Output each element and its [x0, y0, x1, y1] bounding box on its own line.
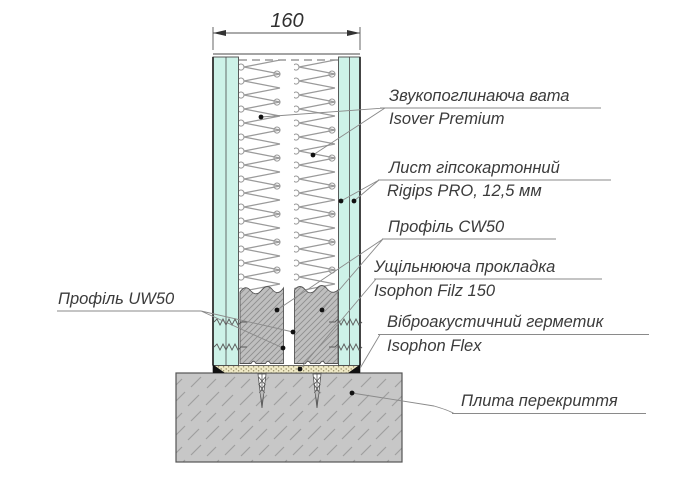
- label-uw-profile: Профіль UW50: [58, 290, 175, 308]
- gypsum-boards-right: [338, 56, 361, 366]
- screw-symbols: [213, 317, 363, 352]
- label-gypsum-uk: Лист гіпсокартонний: [389, 159, 560, 177]
- sealant-triangle-left: [213, 364, 225, 373]
- label-cw-profile: Профіль CW50: [388, 218, 505, 236]
- concrete-slab: [175, 372, 403, 463]
- stud-right: [294, 285, 339, 364]
- label-gasket-brand: Isophon Filz 150: [374, 282, 496, 300]
- insulation-left: [239, 60, 284, 290]
- sealant-triangle-right: [348, 364, 360, 373]
- gasket-strip: [212, 365, 361, 374]
- label-wool-brand: Isover Premium: [389, 110, 505, 128]
- leader-dots: [258, 114, 357, 396]
- label-gasket-uk: Ущільнююча прокладка: [374, 258, 556, 276]
- label-slab: Плита перекриття: [461, 392, 618, 410]
- anchor-left: [257, 373, 267, 409]
- label-gypsum-brand: Rigips PRO, 12,5 мм: [387, 182, 542, 200]
- insulation-right: [294, 60, 338, 290]
- label-sealant-uk: Віброакустичний герметик: [387, 313, 604, 331]
- dimension-160: [212, 27, 361, 50]
- anchor-right: [312, 373, 322, 409]
- label-wool-uk: Звукопоглинаюча вата: [389, 87, 570, 105]
- leader-lines: [57, 107, 649, 414]
- dimension-value-label: 160: [270, 10, 304, 32]
- label-sealant-brand: Isophon Flex: [387, 337, 482, 355]
